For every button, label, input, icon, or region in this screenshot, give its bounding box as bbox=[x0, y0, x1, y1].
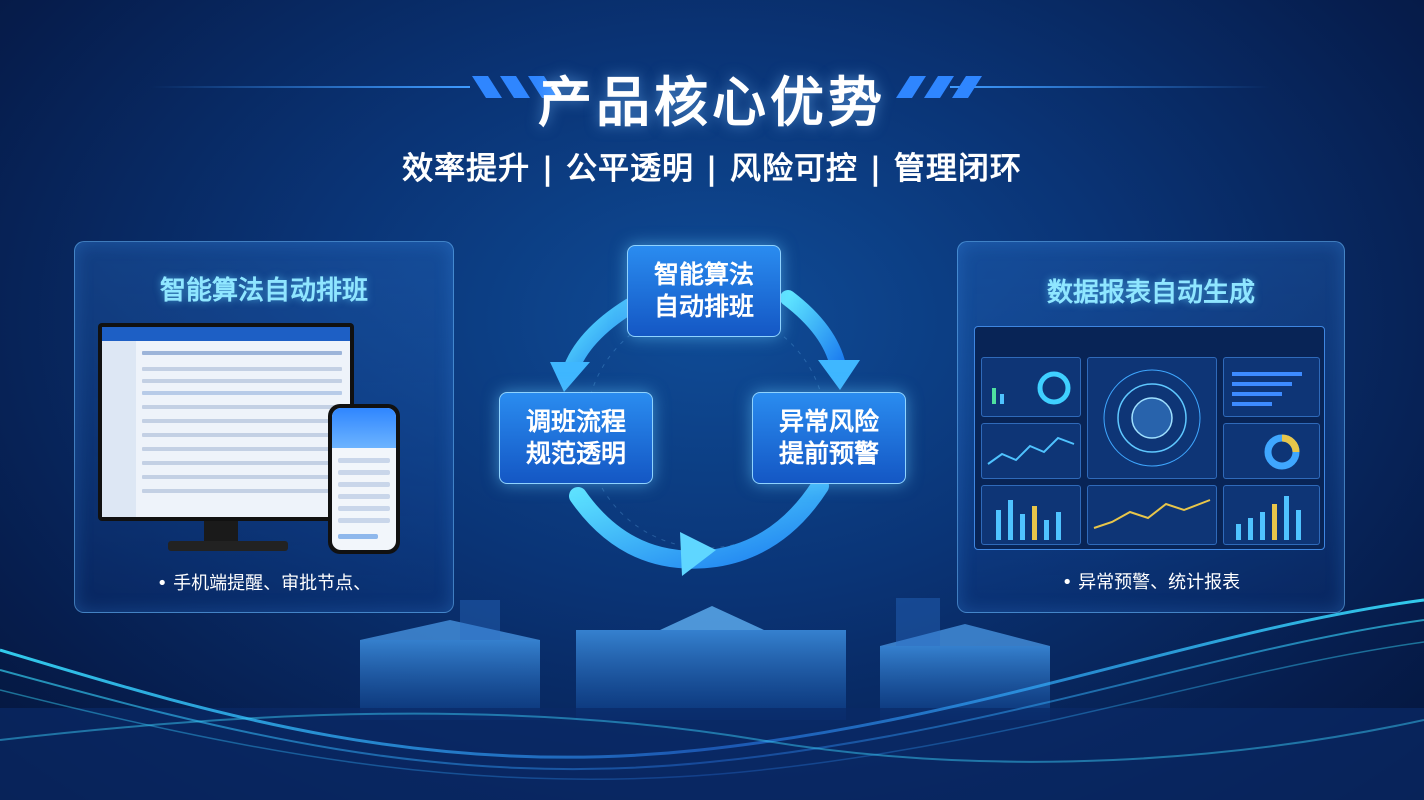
cycle-node-line: 异常风险 bbox=[778, 407, 879, 436]
title-decor-line-left bbox=[150, 86, 470, 88]
chevron-decor-left-icon bbox=[472, 76, 558, 98]
cycle-node-line: 智能算法 bbox=[653, 260, 754, 289]
cycle-node-line: 自动排班 bbox=[653, 292, 754, 321]
dash-card bbox=[1087, 485, 1217, 545]
dashboard-mockup bbox=[974, 326, 1325, 550]
page-subtitle: 效率提升 | 公平透明 | 风险可控 | 管理闭环 bbox=[402, 151, 1022, 187]
page-title: 产品核心优势 bbox=[538, 71, 886, 134]
chevron-decor-right-icon bbox=[896, 76, 982, 98]
dash-card bbox=[1223, 357, 1320, 417]
panel-title-reports: 数据报表自动生成 bbox=[1046, 278, 1255, 308]
city-skyline-illustration bbox=[0, 598, 1424, 800]
dash-card bbox=[981, 423, 1081, 479]
cycle-node-risk-warning: 异常风险 提前预警 bbox=[752, 392, 906, 484]
panel-note-scheduling: • 手机端提醒、审批节点、 bbox=[156, 573, 372, 594]
cycle-node-line: 提前预警 bbox=[778, 439, 879, 468]
monitor-screen bbox=[102, 327, 350, 517]
cycle-node-scheduling: 智能算法 自动排班 bbox=[627, 245, 781, 337]
dash-card bbox=[1223, 485, 1320, 545]
phone-mockup bbox=[328, 404, 400, 554]
monitor-base bbox=[168, 541, 288, 551]
cycle-node-shift-swap: 调班流程 规范透明 bbox=[499, 392, 653, 484]
dash-card bbox=[981, 485, 1081, 545]
dash-card bbox=[981, 357, 1081, 417]
panel-title-scheduling: 智能算法自动排班 bbox=[159, 276, 368, 306]
monitor-mockup bbox=[98, 323, 354, 521]
title-decor-line-right bbox=[950, 86, 1270, 88]
cycle-node-line: 规范透明 bbox=[525, 439, 626, 468]
panel-note-reports: • 异常预警、统计报表 bbox=[1061, 572, 1241, 593]
phone-screen bbox=[332, 408, 396, 550]
dash-card bbox=[1223, 423, 1320, 479]
cycle-node-line: 调班流程 bbox=[525, 407, 626, 436]
monitor-stand bbox=[204, 521, 238, 543]
dash-center-globe bbox=[1087, 357, 1217, 479]
